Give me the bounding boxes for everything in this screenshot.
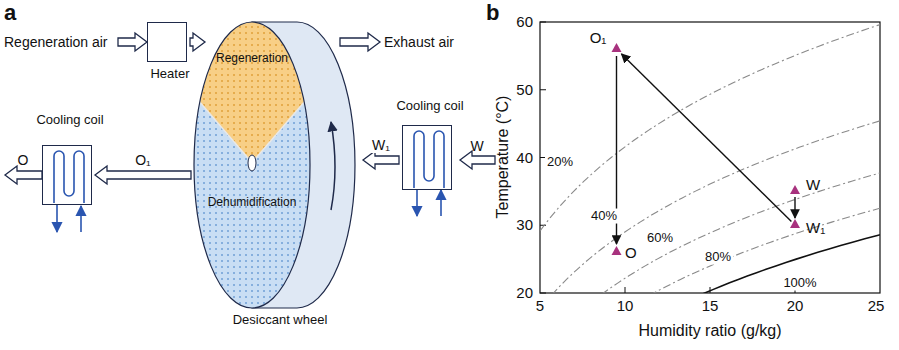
- axis-ticks: [540, 22, 795, 293]
- coolant-pipe: [80, 206, 82, 232]
- air-arrow: [5, 166, 42, 184]
- coolant-pipe: [440, 190, 442, 216]
- node-label: Cooling coil: [22, 112, 118, 128]
- point-label: W₁: [806, 219, 825, 236]
- wheel-axle: [248, 155, 256, 171]
- tick-label: 10: [617, 297, 634, 314]
- node-label: Desiccant wheel: [187, 312, 373, 328]
- tick-label: 20: [787, 297, 804, 314]
- tick-label: 60: [516, 13, 533, 30]
- tick-label: 40: [516, 149, 533, 166]
- state-point: [790, 185, 800, 194]
- tick-label: 25: [868, 297, 885, 314]
- flow-label: W₁: [370, 137, 392, 153]
- heater-square: [147, 22, 187, 62]
- coil-box: [402, 125, 452, 190]
- tick-label: 30: [516, 217, 533, 234]
- humidity-curve: [540, 22, 880, 293]
- state-point: [612, 246, 622, 255]
- coolant-pipe: [416, 188, 418, 216]
- air-flow-arrow: [190, 33, 205, 51]
- humidity-curves: [540, 22, 880, 293]
- state-point: [790, 219, 800, 228]
- regeneration-zone: Regeneration: [208, 34, 296, 68]
- regeneration-sector: [187, 18, 319, 158]
- process-arrows: [617, 54, 796, 244]
- desiccant-wheel: Desiccant wheel RegenerationDehumidificat…: [187, 18, 373, 338]
- cooling-coil: Cooling coil: [22, 112, 118, 207]
- panel-letter: b: [486, 0, 499, 25]
- flow-label: O₁: [133, 152, 153, 168]
- state-label: O: [18, 152, 29, 168]
- state-point: [612, 43, 622, 52]
- point-label: O₁: [590, 29, 607, 46]
- humidity-curve: [585, 22, 880, 293]
- rotation-arrow: [331, 122, 335, 210]
- process-line: [622, 54, 792, 222]
- humidity-curve: [540, 22, 880, 293]
- humidity-curve: [540, 22, 880, 293]
- point-label: O: [625, 244, 637, 261]
- plot-frame: [540, 22, 880, 293]
- axis-title: Humidity ratio (g/kg): [638, 322, 781, 340]
- curve-label: 40%: [589, 209, 619, 224]
- air-label: Regeneration air: [4, 34, 108, 50]
- air-flow-arrow: [363, 151, 399, 169]
- coil-box: [42, 145, 92, 205]
- state-label: W: [470, 138, 483, 154]
- tick-label: 20: [516, 284, 533, 301]
- panel-letter: a: [4, 0, 16, 25]
- state-points: [612, 43, 801, 255]
- humidity-curve: [559, 22, 880, 293]
- curve-label: 80%: [703, 250, 733, 265]
- node-label: Dehumidification: [188, 194, 316, 210]
- tick-label: 15: [702, 297, 719, 314]
- dehumidification-zone: Dehumidification: [194, 150, 360, 307]
- coil-tube: [414, 131, 444, 188]
- heater-box: Heater: [139, 22, 201, 86]
- point-label: W: [806, 176, 820, 193]
- axis-title: Temperature (°C): [494, 96, 512, 219]
- cooling-coil: Cooling coil: [382, 98, 478, 193]
- tick-label: 50: [516, 81, 533, 98]
- node-label: Cooling coil: [382, 98, 478, 114]
- wheel-outline: [194, 22, 310, 308]
- air-arrow: [118, 33, 147, 51]
- air-flow-arrow: [95, 166, 191, 184]
- air-arrow: [340, 33, 380, 51]
- curve-label: 60%: [645, 231, 675, 246]
- node-label: Heater: [139, 66, 201, 82]
- air-label: Exhaust air: [384, 34, 454, 50]
- curve-label: 100%: [781, 276, 818, 291]
- process-line: [794, 197, 795, 218]
- curve-label: 20%: [545, 155, 575, 170]
- coil-tube: [54, 151, 84, 203]
- coolant-pipe: [56, 203, 58, 232]
- node-label: Regeneration: [208, 50, 296, 66]
- tick-label: 5: [536, 297, 544, 314]
